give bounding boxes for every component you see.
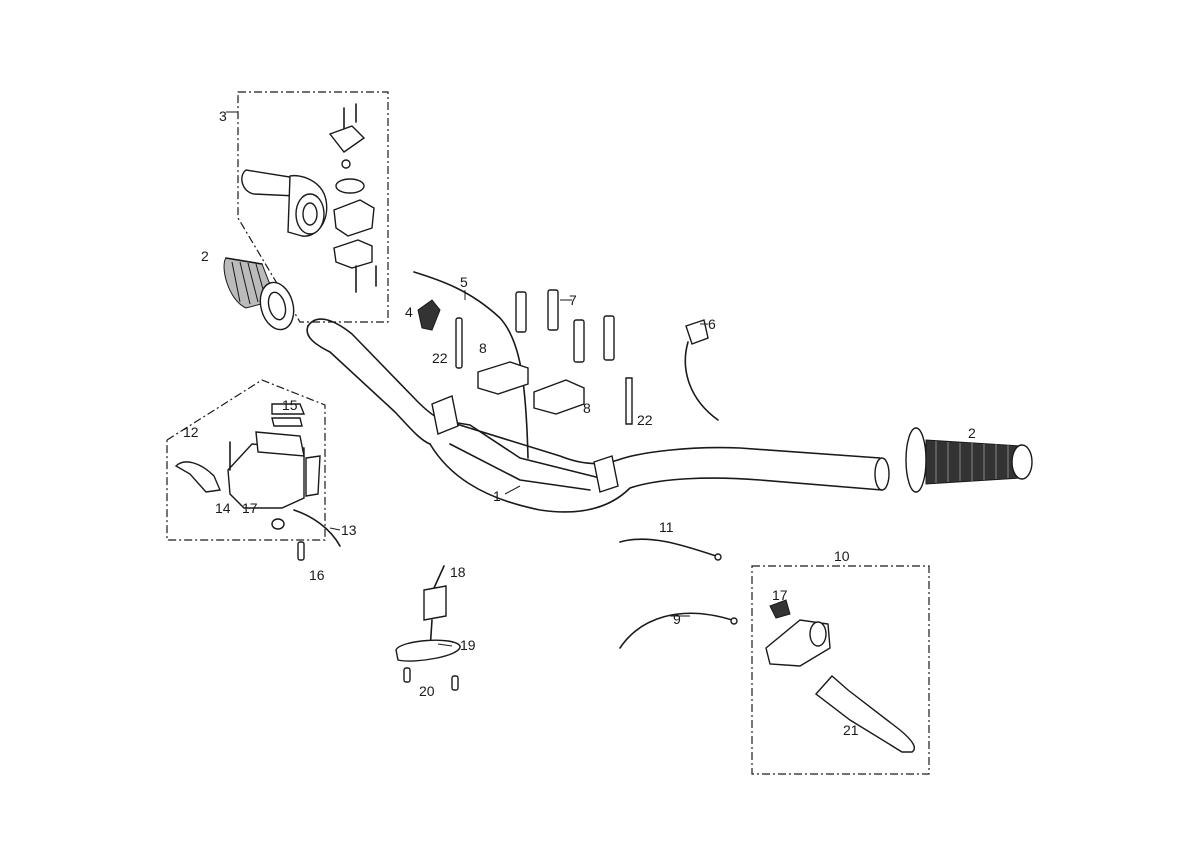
label-20: 20	[419, 683, 435, 699]
label-15: 15	[282, 397, 298, 413]
label-12: 12	[183, 424, 199, 440]
crossbar-clamp-right	[593, 455, 619, 493]
label-2-right: 2	[968, 425, 976, 441]
label-13: 13	[341, 522, 357, 538]
switch-18-19-20	[395, 565, 461, 691]
label-10: 10	[834, 548, 850, 564]
label-22-left: 22	[432, 350, 448, 366]
clutch-lever	[814, 675, 916, 753]
throttle-assembly	[241, 103, 377, 293]
clutch-adjuster	[769, 599, 791, 619]
label-16: 16	[309, 567, 325, 583]
throttle-assembly-box	[237, 91, 389, 323]
crossbar-clamp-left	[431, 395, 459, 435]
clutch-assembly	[765, 599, 916, 753]
bolt-16	[297, 541, 305, 561]
switch-body-18	[423, 585, 447, 621]
label-22-right: 22	[637, 412, 653, 428]
label-2-left: 2	[201, 248, 209, 264]
screw-20-right	[451, 675, 459, 691]
brake-lever	[174, 461, 222, 493]
switch-6	[685, 319, 709, 345]
brake-master-cylinder	[174, 403, 341, 561]
clamp-8-right	[533, 379, 585, 415]
kill-switch	[417, 299, 441, 331]
handlebar	[306, 318, 890, 513]
label-5: 5	[460, 274, 468, 290]
switch-6-wire	[684, 341, 719, 421]
label-7: 7	[569, 292, 577, 308]
brake-hose-13	[293, 509, 341, 547]
brake-master-cylinder-box	[166, 379, 326, 541]
label-11: 11	[659, 519, 674, 535]
label-9: 9	[673, 611, 681, 627]
label-18: 18	[450, 564, 466, 580]
throttle-washer	[335, 178, 365, 194]
grip-right	[905, 427, 1033, 493]
bolt-22-right	[625, 377, 633, 425]
handlebar-end	[874, 457, 890, 491]
label-1: 1	[493, 488, 501, 504]
label-14: 14	[215, 500, 231, 516]
label-17-right: 17	[772, 587, 788, 603]
mounting-plate-19	[395, 639, 461, 662]
throttle-housing-top	[333, 199, 375, 237]
clutch-cable-9	[619, 612, 733, 649]
label-3: 3	[219, 108, 227, 124]
screw-20-left	[403, 667, 411, 683]
label-4: 4	[405, 304, 413, 320]
bolt-22-left	[455, 317, 463, 369]
label-17-left: 17	[242, 500, 258, 516]
reservoir	[255, 431, 305, 457]
label-8-right: 8	[583, 400, 591, 416]
label-21: 21	[843, 722, 859, 738]
bolts-7	[515, 289, 615, 363]
throttle-housing-bottom	[333, 239, 373, 269]
cable-11	[619, 538, 717, 557]
clamp-8-left	[477, 361, 529, 395]
reservoir-cap	[271, 403, 306, 415]
throttle-cover	[328, 125, 366, 153]
throttle-cable	[413, 271, 529, 459]
label-8-left: 8	[479, 340, 487, 356]
label-19: 19	[460, 637, 476, 653]
label-6: 6	[708, 316, 716, 332]
grip-left	[223, 257, 295, 331]
